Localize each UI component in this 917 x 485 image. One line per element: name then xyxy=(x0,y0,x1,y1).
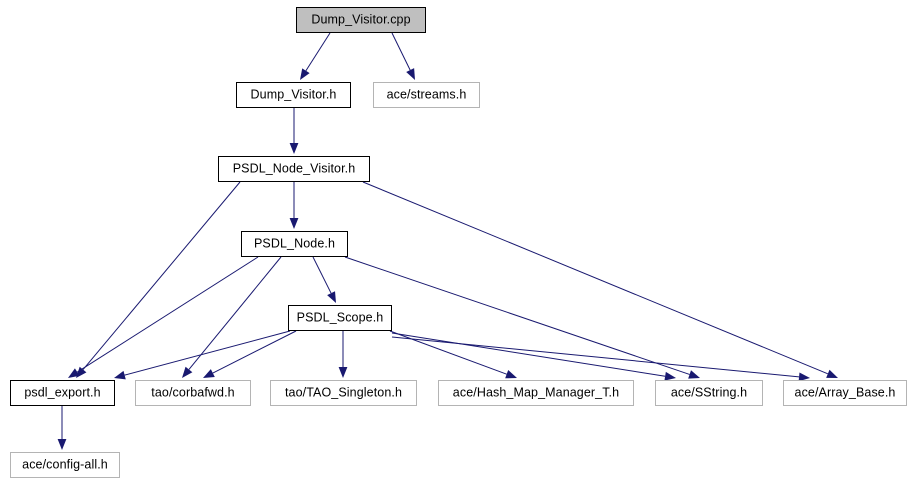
edge-psdl_scope_h-to-tao_corbafwd_h xyxy=(212,330,297,374)
graph-node-label: ace/SString.h xyxy=(670,385,748,400)
graph-node-label: Dump_Visitor.cpp xyxy=(311,12,411,27)
graph-node-ace_config_all_h[interactable]: ace/config-all.h xyxy=(10,452,120,478)
edge-psdl_node_h-to-psdl_export_h xyxy=(77,256,259,373)
graph-node-label: PSDL_Scope.h xyxy=(296,310,384,325)
arrowhead-icon xyxy=(406,68,415,80)
arrowhead-icon xyxy=(327,291,336,303)
graph-node-label: PSDL_Node.h xyxy=(253,236,335,251)
edge-psdl_scope_h-to-ace_hash_map_manager_h xyxy=(389,330,507,375)
edge-dump_visitor_cpp-to-ace_streams_h xyxy=(391,32,411,71)
graph-node-label: ace/Hash_Map_Manager_T.h xyxy=(452,385,620,400)
graph-node-label: tao/corbafwd.h xyxy=(151,385,235,400)
arrowhead-icon xyxy=(505,370,517,379)
graph-node-psdl_node_h[interactable]: PSDL_Node.h xyxy=(241,231,348,257)
edge-psdl_node_h-to-psdl_scope_h xyxy=(312,256,332,294)
graph-node-label: Dump_Visitor.h xyxy=(250,87,337,102)
graph-node-label: PSDL_Node_Visitor.h xyxy=(232,161,356,176)
graph-node-ace_hash_map_manager_h[interactable]: ace/Hash_Map_Manager_T.h xyxy=(438,380,634,406)
edge-psdl_node_h-to-tao_corbafwd_h xyxy=(188,256,282,370)
graph-node-dump_visitor_cpp[interactable]: Dump_Visitor.cpp xyxy=(296,7,426,33)
arrowhead-icon xyxy=(300,68,310,80)
graph-node-label: tao/TAO_Singleton.h xyxy=(284,385,403,400)
graph-node-tao_corbafwd_h[interactable]: tao/corbafwd.h xyxy=(135,380,251,406)
graph-node-label: ace/config-all.h xyxy=(22,457,108,472)
graph-node-label: ace/streams.h xyxy=(386,87,467,102)
arrowhead-icon xyxy=(826,369,838,378)
arrowhead-icon xyxy=(688,370,700,379)
arrowhead-icon xyxy=(289,218,299,229)
arrowhead-icon xyxy=(338,367,348,378)
graph-node-dump_visitor_h[interactable]: Dump_Visitor.h xyxy=(236,82,351,108)
graph-node-ace_array_base_h[interactable]: ace/Array_Base.h xyxy=(783,380,907,406)
edge-psdl_node_h-to-ace_sstring_h xyxy=(344,256,690,375)
graph-node-label: ace/Array_Base.h xyxy=(794,385,896,400)
graph-node-psdl_export_h[interactable]: psdl_export.h xyxy=(10,380,115,406)
edge-dump_visitor_cpp-to-dump_visitor_h xyxy=(305,32,331,71)
arrowhead-icon xyxy=(182,366,193,378)
edge-psdl_scope_h-to-ace_array_base_h xyxy=(391,336,800,378)
edge-psdl_scope_h-to-psdl_export_h xyxy=(124,330,291,376)
graph-node-psdl_scope_h[interactable]: PSDL_Scope.h xyxy=(288,305,392,331)
edge-psdl_node_visitor_h-to-ace_array_base_h xyxy=(362,181,829,375)
graph-node-ace_sstring_h[interactable]: ace/SString.h xyxy=(655,380,763,406)
edge-psdl_node_visitor_h-to-psdl_export_h xyxy=(82,181,241,370)
arrowhead-icon xyxy=(68,368,80,378)
arrowhead-icon xyxy=(289,143,299,154)
arrowhead-icon xyxy=(76,366,87,378)
arrowhead-icon xyxy=(57,439,67,450)
graph-node-label: psdl_export.h xyxy=(24,385,101,400)
graph-node-tao_tao_singleton_h[interactable]: tao/TAO_Singleton.h xyxy=(270,380,417,406)
edge-psdl_scope_h-to-ace_sstring_h xyxy=(391,332,666,377)
arrowhead-icon xyxy=(203,369,215,378)
graph-node-psdl_node_visitor_h[interactable]: PSDL_Node_Visitor.h xyxy=(218,156,370,182)
arrowhead-icon xyxy=(114,370,126,380)
graph-node-ace_streams_h[interactable]: ace/streams.h xyxy=(373,82,480,108)
